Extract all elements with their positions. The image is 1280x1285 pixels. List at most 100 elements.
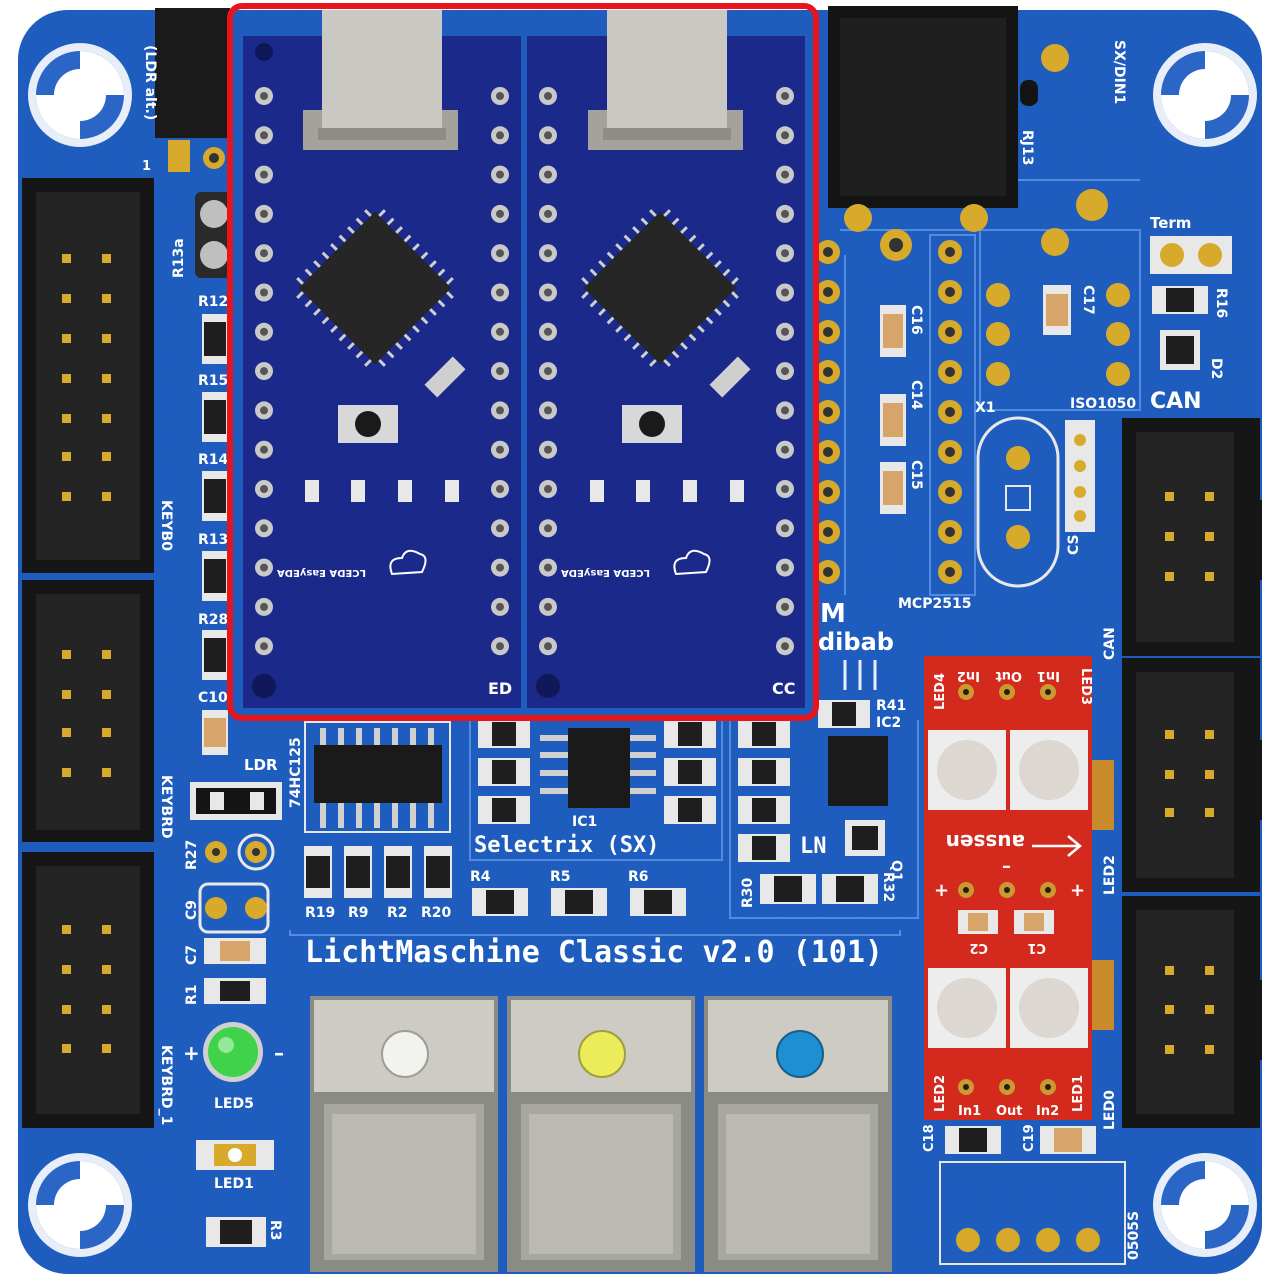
nano-pin-hole — [544, 602, 552, 611]
red-in1-label: In1 — [1037, 668, 1060, 683]
crystal — [976, 416, 1095, 588]
ln-parts — [738, 700, 888, 904]
nano-pin-hole — [260, 445, 268, 454]
nano-left-lceda: LCEDA EasyEDA — [277, 567, 366, 578]
nano-pin-hole — [781, 485, 789, 493]
push-buttons — [310, 996, 892, 1272]
nano-pin-hole — [781, 92, 789, 100]
nano-pin-hole — [260, 406, 268, 415]
r16-label: R16 — [1213, 288, 1229, 318]
led1-label: LED1 — [214, 1176, 254, 1192]
keybrd-label: KEYBRD — [158, 775, 174, 839]
r12-label: R12 — [198, 294, 228, 310]
nano-pin-hole — [781, 602, 789, 611]
ln-label: LN — [800, 834, 827, 859]
c14-label: C14 — [908, 380, 924, 410]
r13a-part — [195, 192, 233, 278]
d2-label: D2 — [1208, 358, 1224, 379]
nano-pin-hole — [496, 485, 504, 493]
nano-pin-hole — [496, 524, 504, 533]
nano-pin-hole — [260, 642, 268, 651]
nano-pin-hole — [781, 249, 789, 258]
r6-label: R6 — [628, 869, 649, 885]
svg-text:M: M — [820, 599, 846, 629]
c16-label: C16 — [908, 305, 924, 335]
nano-pin-hole — [260, 209, 268, 218]
nano-pin-hole — [260, 249, 268, 258]
nano-pin-hole — [496, 406, 504, 415]
nano-pin-hole — [260, 563, 268, 572]
nano-pin-hole — [781, 563, 789, 572]
rj13-label: RJ13 — [1019, 130, 1035, 165]
nano-pin-hole — [496, 92, 504, 100]
red-out-label: Out — [995, 668, 1022, 683]
keyb0-label: KEYB0 — [158, 500, 174, 551]
nano-pin-hole — [544, 288, 552, 297]
mounting-holes — [28, 43, 1257, 1257]
psu-pads — [956, 1228, 1100, 1252]
r15-label: R15 — [198, 373, 228, 389]
nano-pin-hole — [781, 170, 789, 179]
left-resistors: R12 R15 R14 R13 R28 C10 — [198, 294, 229, 755]
nano-pin-hole — [544, 563, 552, 572]
nano-pin-hole — [544, 524, 552, 533]
nano-pin-hole — [781, 406, 789, 415]
highlight-box — [227, 3, 819, 721]
red-c1-label: C1 — [1027, 940, 1046, 955]
nano-pin-hole — [260, 327, 268, 336]
nano-left-ed: ED — [488, 679, 512, 698]
nano-pin-hole — [496, 131, 504, 140]
nano-pin-hole — [260, 288, 268, 297]
nano-pin-hole — [496, 288, 504, 297]
c7-label: C7 — [184, 945, 200, 965]
c9-label: C9 — [184, 900, 200, 920]
led5-label: LED5 — [214, 1096, 254, 1112]
nano-pin-hole — [544, 406, 552, 415]
nano-pin-hole — [496, 327, 504, 336]
ps-label: 0505S — [1126, 1211, 1142, 1260]
nano-pin-hole — [496, 249, 504, 258]
nano-pin-hole — [496, 445, 504, 454]
can-label: CAN — [1102, 627, 1118, 660]
c17-label: C17 — [1080, 285, 1096, 315]
r5-label: R5 — [550, 869, 571, 885]
red-led2-label: LED2 — [933, 1075, 948, 1112]
r30-label: R30 — [740, 877, 756, 908]
red-in2-bottom-label: In2 — [1036, 1104, 1059, 1119]
74hc125-chip — [314, 745, 442, 803]
nano-pin-hole — [781, 642, 789, 651]
iso-area — [986, 236, 1232, 386]
iso-label: ISO1050 — [1070, 396, 1136, 412]
nano-pin-hole — [781, 445, 789, 454]
q1-label: Q1 — [888, 860, 904, 882]
r1-label: R1 — [184, 984, 200, 1005]
term-label: Term — [1150, 214, 1191, 232]
r13a-label: R13a — [171, 238, 187, 278]
nano-right-cc: CC — [772, 679, 795, 698]
ic2-label: IC2 — [876, 715, 901, 731]
nano-pin-hole — [544, 249, 552, 258]
nano-pin-hole — [496, 170, 504, 179]
nano-module-right: LCEDA EasyEDA CC — [527, 10, 805, 708]
r4-label: R4 — [470, 869, 491, 885]
nano-pin-hole — [496, 642, 504, 651]
red-plus-left-label: + — [934, 880, 949, 901]
ic1-label: IC1 — [572, 814, 597, 830]
cs-label: CS — [1066, 534, 1082, 555]
red-in1-bottom-label: In1 — [958, 1104, 981, 1119]
nano-pin-hole — [544, 642, 552, 651]
nano-pin-hole — [544, 209, 552, 218]
led2-label: LED2 — [1102, 855, 1118, 895]
nano-pin-hole — [544, 445, 552, 454]
nano-pin-hole — [260, 367, 268, 376]
nano-pin-hole — [496, 209, 504, 218]
nano-pin-hole — [544, 367, 552, 376]
r28-label: R28 — [198, 612, 228, 628]
r41-label: R41 — [876, 698, 906, 714]
nano-pin-hole — [260, 92, 268, 100]
r19-label: R19 — [305, 905, 335, 921]
nano-pin-hole — [544, 170, 552, 179]
nano-pin-hole — [544, 327, 552, 336]
